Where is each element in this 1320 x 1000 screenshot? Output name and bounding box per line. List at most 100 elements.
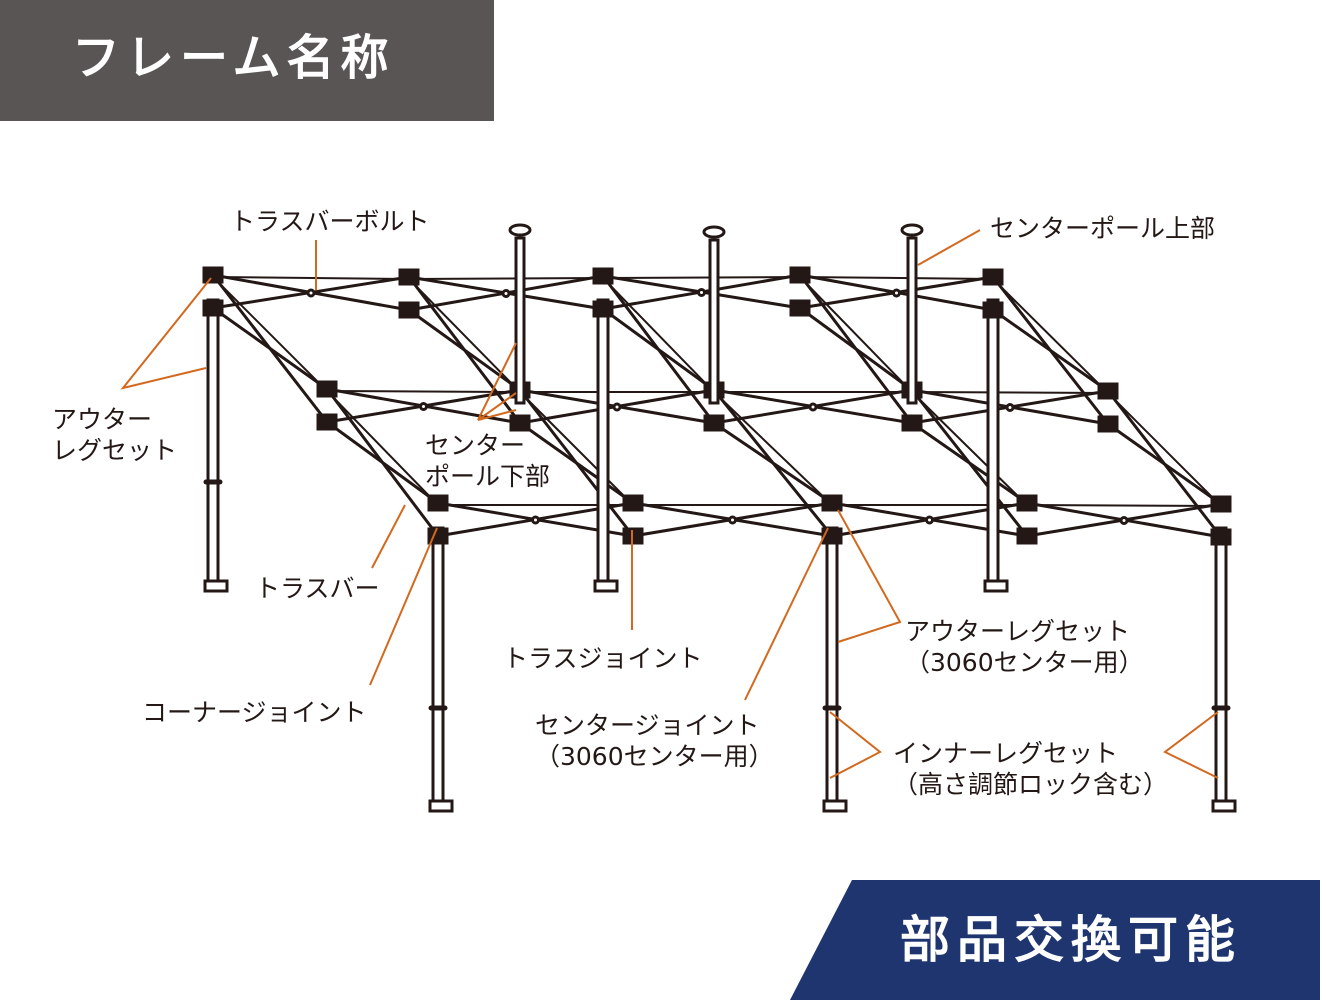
center-pole xyxy=(514,236,526,405)
joint-top xyxy=(1097,382,1119,400)
joint-lower xyxy=(398,301,420,319)
joint-top xyxy=(316,380,338,398)
leader-center-pole-lower-b xyxy=(477,409,517,421)
joint-lower xyxy=(901,414,923,432)
joint-lower xyxy=(316,413,338,431)
truss-bolt xyxy=(531,515,540,525)
label-center-joint: センタージョイント （3060センター用） xyxy=(535,710,774,772)
outer-leg-front-center xyxy=(825,526,839,807)
label-line: アウター xyxy=(52,405,153,434)
joint-lower xyxy=(821,527,843,545)
leg-foot xyxy=(203,579,229,593)
label-line: センタージョイント xyxy=(535,711,760,740)
outer-leg-front-left xyxy=(431,526,445,807)
truss-top-chord xyxy=(713,391,833,506)
truss-top-chord xyxy=(326,390,521,393)
leader-outer-leg-set-center xyxy=(837,509,902,643)
center-pole-cap xyxy=(702,225,726,239)
joint-top xyxy=(427,494,449,512)
label-line: センター xyxy=(425,431,526,460)
joint-lower xyxy=(703,414,725,432)
page-title: フレーム名称 xyxy=(72,30,395,86)
label-line: （3060センター用） xyxy=(535,742,774,771)
outer-leg-back-right xyxy=(986,298,1000,587)
truss-top-chord xyxy=(212,276,328,392)
joint-top xyxy=(1016,494,1038,512)
truss-top-chord xyxy=(992,278,1109,394)
leader-outer-leg-set xyxy=(120,277,212,390)
truss-bar xyxy=(910,421,1029,505)
truss-bar xyxy=(1106,422,1223,506)
joint-lower xyxy=(982,301,1004,319)
label-corner-joint: コーナージョイント xyxy=(142,698,367,727)
leader-inner-leg-set-right xyxy=(1163,711,1219,779)
truss-bar xyxy=(325,420,440,505)
joint-lower xyxy=(789,299,811,317)
center-pole xyxy=(906,236,918,405)
label-line: （3060センター用） xyxy=(905,648,1144,677)
joint-top xyxy=(982,268,1004,286)
frame-structure xyxy=(202,223,1237,813)
truss-bar xyxy=(211,306,329,391)
leader-corner-joint xyxy=(369,527,438,686)
truss-bar xyxy=(518,421,635,505)
joint-lower xyxy=(202,299,224,317)
truss-bar xyxy=(712,421,834,505)
outer-leg-back-left xyxy=(206,298,220,587)
joint-top xyxy=(398,268,420,286)
truss-top-chord xyxy=(212,276,410,280)
label-outer-leg-set-center: アウターレグセット （3060センター用） xyxy=(905,616,1144,678)
truss-top-chord xyxy=(911,391,1028,506)
truss-bar xyxy=(601,307,716,392)
leg-foot xyxy=(822,799,848,813)
truss-bar xyxy=(798,306,914,392)
truss-bolt xyxy=(306,288,316,298)
joint-top xyxy=(622,494,644,512)
truss-top-chord xyxy=(326,390,439,506)
joint-lower xyxy=(1016,527,1038,545)
label-center-pole-lower: センター ポール下部 xyxy=(425,430,550,492)
truss-bar xyxy=(991,308,1110,393)
joint-lower xyxy=(1210,528,1232,546)
joint-top xyxy=(821,494,843,512)
truss-bolt xyxy=(419,402,428,411)
leader-truss-bar xyxy=(371,504,406,569)
label-inner-leg-set: インナーレグセット （高さ調節ロック含む） xyxy=(893,738,1168,800)
truss-top-chord xyxy=(602,277,715,393)
truss-top-chord xyxy=(408,277,604,280)
truss-top-chord xyxy=(519,391,634,506)
label-truss-bar-bolt: トラスバーボルト xyxy=(230,207,430,236)
leg-foot xyxy=(428,799,454,813)
label-outer-leg-set: アウター レグセット xyxy=(52,404,177,466)
joint-top xyxy=(202,266,224,284)
joint-top xyxy=(789,266,811,284)
leg-foot xyxy=(983,579,1009,593)
truss-top-chord xyxy=(1107,392,1222,507)
label-line: レグセット xyxy=(52,436,178,465)
title-box xyxy=(0,0,494,121)
center-pole xyxy=(708,238,720,405)
truss-bolt xyxy=(925,515,934,525)
truss-bolt xyxy=(728,515,737,525)
label-truss-joint: トラスジョイント xyxy=(503,644,703,673)
truss-bolt xyxy=(808,402,818,412)
truss-top-chord xyxy=(799,276,913,393)
banner-text: 部品交換可能 xyxy=(900,911,1242,969)
joint-lower xyxy=(1097,415,1119,433)
banner-bg xyxy=(790,880,1320,1000)
leader-center-joint xyxy=(744,527,829,701)
truss-bolt xyxy=(1119,516,1129,525)
outer-leg-front-right xyxy=(1214,526,1228,807)
truss-top-chord xyxy=(799,276,994,280)
label-line: （高さ調節ロック含む） xyxy=(893,770,1169,799)
label-line: インナーレグセット xyxy=(893,739,1119,768)
label-center-pole-upper: センターポール上部 xyxy=(990,214,1216,243)
truss-bolt xyxy=(612,402,622,412)
joint-lower xyxy=(509,414,531,432)
joint-top xyxy=(592,267,614,285)
center-pole-cap xyxy=(508,223,532,237)
label-line: ポール下部 xyxy=(425,462,551,491)
leader-inner-leg-set-left xyxy=(829,711,882,779)
